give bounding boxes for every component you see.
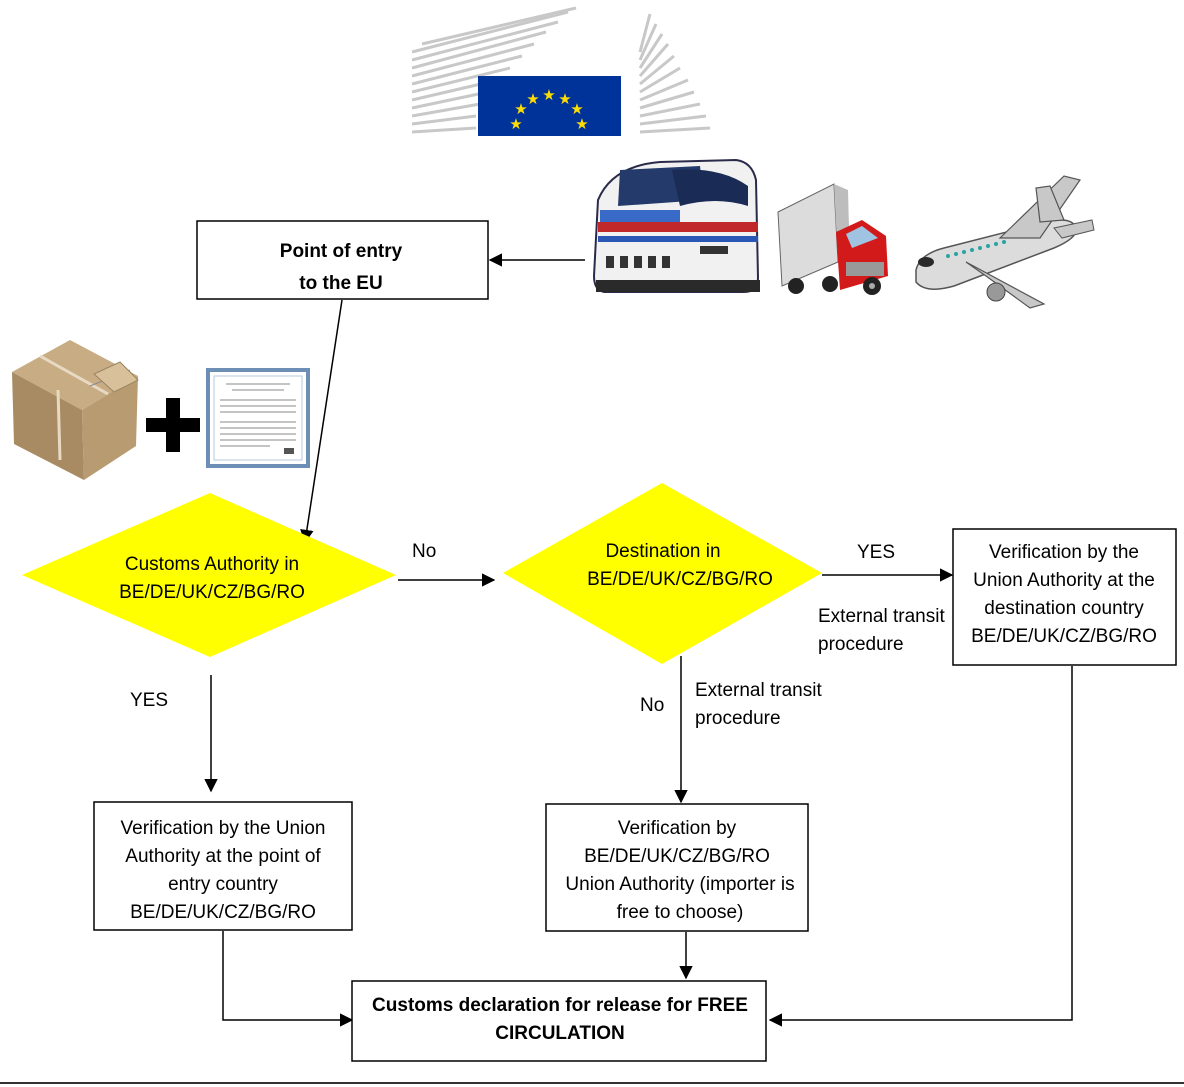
verification-point-line1: Verification by the Union xyxy=(121,818,326,839)
customs-declaration-line2: CIRCULATION xyxy=(495,1023,624,1044)
verification-destination-line4: BE/DE/UK/CZ/BG/RO xyxy=(971,626,1157,647)
verification-point-line3: entry country xyxy=(168,874,278,895)
label-external-transit-1-line2: procedure xyxy=(818,634,904,655)
customs-decision-line1: Customs Authority in xyxy=(125,554,299,575)
verification-importer-line2: BE/DE/UK/CZ/BG/RO xyxy=(584,846,770,867)
destination-decision-line2: BE/DE/UK/CZ/BG/RO xyxy=(587,569,773,590)
verification-importer-line1: Verification by xyxy=(618,818,737,839)
verification-point-line2: Authority at the point of xyxy=(125,846,321,867)
train-icon xyxy=(592,158,760,293)
verification-point-line4: BE/DE/UK/CZ/BG/RO xyxy=(130,902,316,923)
certificate-icon xyxy=(206,368,310,468)
eu-commission-logo: ★ ★ ★ ★ ★ ★ ★ xyxy=(411,6,711,136)
verification-destination-line3: destination country xyxy=(984,598,1144,619)
truck-icon xyxy=(777,183,888,295)
svg-text:★: ★ xyxy=(509,115,522,133)
svg-text:★: ★ xyxy=(514,100,527,118)
label-external-transit-2-line1: External transit xyxy=(695,680,822,701)
svg-text:★: ★ xyxy=(542,86,555,104)
destination-decision: Destination in BE/DE/UK/CZ/BG/RO xyxy=(503,483,822,664)
bottom-rule xyxy=(0,1082,1184,1084)
destination-decision-line1: Destination in xyxy=(605,541,720,562)
customs-declaration-line1: Customs declaration for release for FREE xyxy=(372,995,748,1016)
parcel-icon xyxy=(12,340,139,480)
arrow-point-verification-to-final xyxy=(222,931,354,1027)
airplane-icon xyxy=(915,175,1095,309)
label-yes-destination: YES xyxy=(857,542,895,563)
customs-decision-line2: BE/DE/UK/CZ/BG/RO xyxy=(119,582,305,603)
label-no-customs: No xyxy=(412,541,436,562)
point-of-entry-box: Point of entry to the EU xyxy=(196,220,489,300)
arrow-entry-to-customs xyxy=(300,299,343,544)
svg-text:★: ★ xyxy=(570,100,583,118)
point-of-entry-line2: to the EU xyxy=(299,273,382,294)
point-of-entry-line1: Point of entry xyxy=(280,241,403,262)
verification-destination-box: Verification by the Union Authority at t… xyxy=(952,528,1177,666)
label-no-destination: No xyxy=(640,695,664,716)
plus-icon xyxy=(146,398,200,452)
verification-destination-line1: Verification by the xyxy=(989,542,1139,563)
verification-destination-line2: Union Authority at the xyxy=(973,570,1155,591)
svg-text:★: ★ xyxy=(558,90,571,108)
verification-importer-line4: free to choose) xyxy=(617,902,744,923)
customs-authority-decision: Customs Authority in BE/DE/UK/CZ/BG/RO xyxy=(22,493,396,657)
arrow-destination-verification-to-final xyxy=(768,666,1073,1027)
label-external-transit-1-line1: External transit xyxy=(818,606,945,627)
customs-declaration-box: Customs declaration for release for FREE… xyxy=(351,980,767,1062)
verification-importer-line3: Union Authority (importer is xyxy=(565,874,794,895)
label-external-transit-2-line2: procedure xyxy=(695,708,781,729)
label-yes-customs: YES xyxy=(130,690,168,711)
verification-point-of-entry-box: Verification by the Union Authority at t… xyxy=(93,801,353,931)
svg-text:★: ★ xyxy=(575,115,588,133)
verification-importer-choice-box: Verification by BE/DE/UK/CZ/BG/RO Union … xyxy=(545,803,809,932)
svg-text:★: ★ xyxy=(526,90,539,108)
